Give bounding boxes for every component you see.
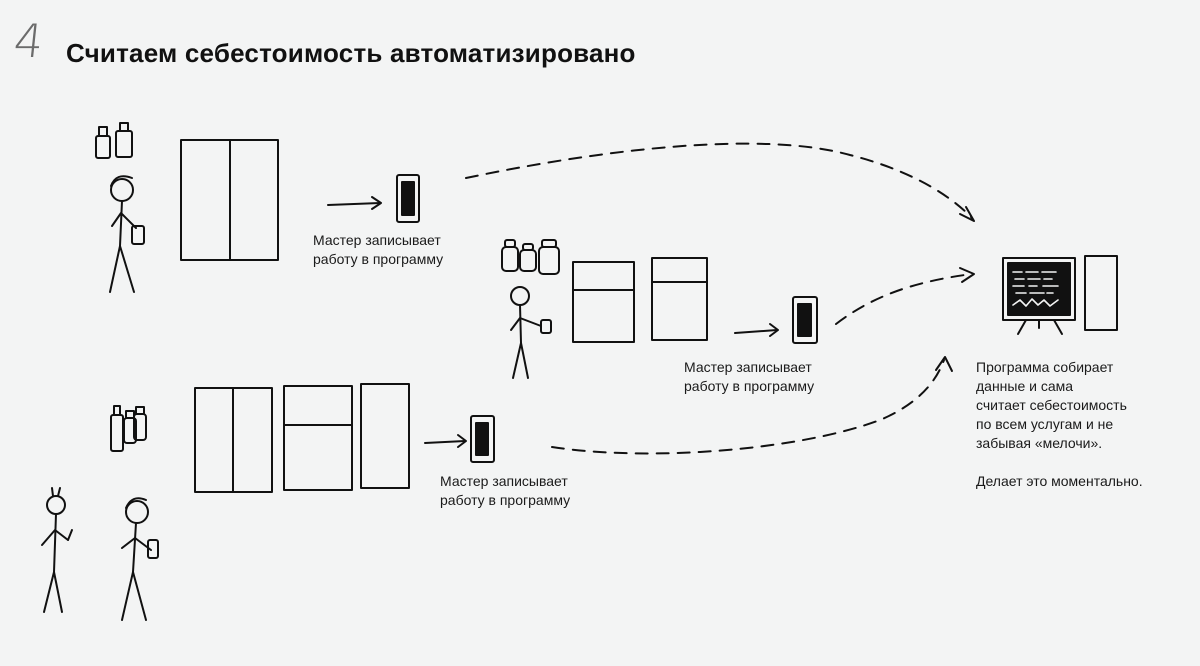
result-line-3: считает себестоимость: [976, 397, 1127, 413]
stick-figure-icon: [110, 176, 144, 292]
stick-figure-icon: [511, 287, 551, 378]
result-description: Программа собирает данные и сама считает…: [976, 358, 1191, 491]
bottle-icon: [111, 406, 123, 451]
flow-1-caption-line2: работу в программу: [313, 251, 444, 267]
result-line-2: данные и сама: [976, 378, 1074, 394]
bottle-icon: [502, 240, 518, 271]
flow-3-supplies: [111, 406, 146, 451]
result-spacer: [976, 453, 1191, 472]
bottle-icon: [134, 407, 146, 440]
arrow-icon: [735, 324, 778, 336]
flow-3-caption-line1: Мастер записывает: [440, 473, 568, 489]
server-tower-icon: [1085, 256, 1117, 330]
cabinet-icon: [361, 384, 409, 488]
cabinet-icon: [284, 386, 352, 490]
flow-2-supplies: [502, 240, 559, 274]
flow-2-caption-line1: Мастер записывает: [684, 359, 812, 375]
cabinet-icon: [652, 258, 707, 340]
bottle-icon: [539, 240, 559, 274]
flow-3-caption: Мастер записывает работу в программу: [440, 472, 570, 510]
bottle-icon: [520, 244, 536, 271]
result-line-1: Программа собирает: [976, 359, 1114, 375]
flow-2-caption-line2: работу в программу: [684, 378, 815, 394]
result-line-4: по всем услугам и не: [976, 416, 1114, 432]
flow-1-caption-line1: Мастер записывает: [313, 232, 441, 248]
arrow-icon: [425, 435, 466, 447]
flow-1-supplies: [96, 123, 132, 158]
flow-3-caption-line2: работу в программу: [440, 492, 571, 508]
flow-1-caption: Мастер записывает работу в программу: [313, 231, 443, 269]
cabinet-icon: [573, 262, 634, 342]
dashed-arrow-icon: [552, 357, 952, 453]
arrow-icon: [328, 197, 381, 209]
computer-monitor-icon: [1003, 258, 1075, 334]
stick-figure-icon: [122, 498, 158, 620]
bottle-icon: [96, 127, 110, 158]
result-line-5: забывая «мелочи».: [976, 435, 1103, 451]
dashed-arrow-icon: [466, 144, 974, 221]
stick-figure-icon: [42, 488, 72, 612]
phone-icon: [471, 416, 494, 462]
cabinet-icon: [195, 388, 272, 492]
flow-2-caption: Мастер записывает работу в программу: [684, 358, 814, 396]
phone-icon: [397, 175, 419, 222]
dashed-arrow-icon: [836, 268, 974, 324]
page-title: Считаем себестоимость автоматизировано: [66, 38, 636, 68]
cabinet-icon: [181, 140, 278, 260]
bottle-icon: [116, 123, 132, 157]
result-line-6: Делает это моментально.: [976, 473, 1143, 489]
phone-icon: [793, 297, 817, 343]
